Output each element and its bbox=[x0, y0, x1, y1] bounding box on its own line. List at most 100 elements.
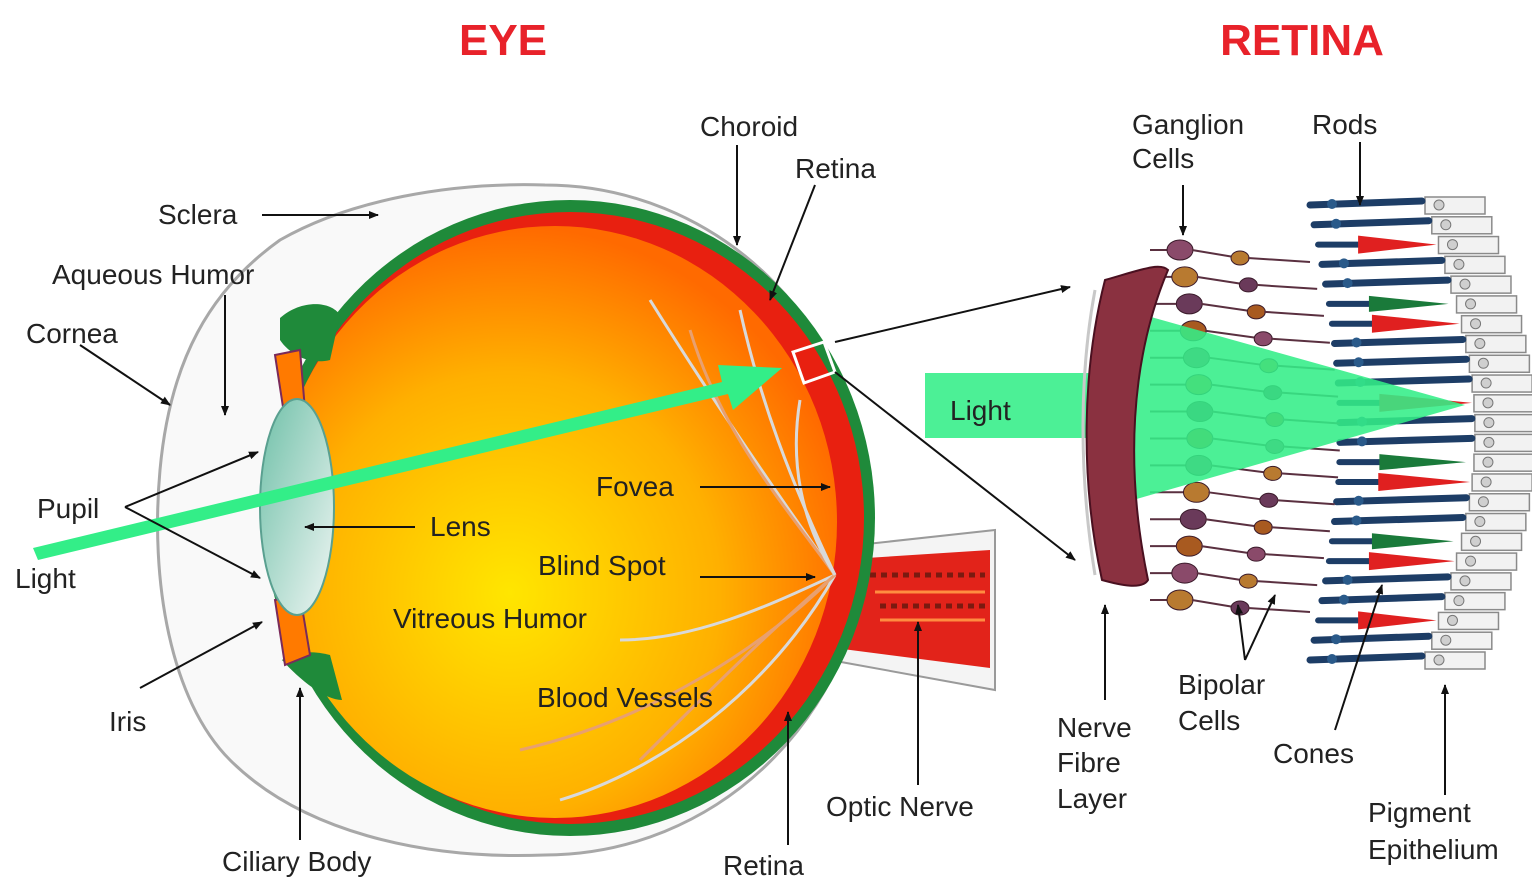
pigment-granule bbox=[1481, 477, 1491, 487]
bipolar-cell bbox=[1254, 520, 1272, 534]
label-ciliary-body: Ciliary Body bbox=[222, 846, 371, 877]
rod-nucleus bbox=[1343, 575, 1353, 585]
rod-shape bbox=[1310, 201, 1422, 205]
label-blood-vessels: Blood Vessels bbox=[537, 682, 713, 713]
vitreous-humor-shape bbox=[273, 226, 837, 818]
label-light-retina: Light bbox=[950, 395, 1011, 426]
pigment-granule bbox=[1483, 398, 1493, 408]
ganglion-cell bbox=[1172, 267, 1198, 287]
label-choroid: Choroid bbox=[700, 111, 798, 142]
rod-nucleus bbox=[1331, 634, 1341, 644]
rod-nucleus bbox=[1352, 337, 1362, 347]
label-pigment-1: Pigment bbox=[1368, 797, 1471, 828]
cone-shape bbox=[1372, 315, 1460, 333]
pigment-granule bbox=[1471, 536, 1481, 546]
ganglion-cell bbox=[1167, 240, 1193, 260]
pigment-granule bbox=[1447, 240, 1457, 250]
label-pigment-2: Epithelium bbox=[1368, 834, 1499, 865]
synapse bbox=[1281, 473, 1338, 477]
cone-shape bbox=[1378, 473, 1470, 491]
synapse bbox=[1248, 608, 1310, 612]
pigment-granule bbox=[1471, 319, 1481, 329]
pigment-granule bbox=[1434, 200, 1444, 210]
ganglion-cell bbox=[1180, 509, 1206, 529]
label-bipolar-2: Cells bbox=[1178, 705, 1240, 736]
rod-nucleus bbox=[1352, 516, 1362, 526]
pigment-granule bbox=[1481, 378, 1491, 388]
rod-nucleus bbox=[1357, 436, 1367, 446]
synapse bbox=[1271, 527, 1330, 531]
label-cones: Cones bbox=[1273, 738, 1354, 769]
ganglion-cell bbox=[1176, 294, 1202, 314]
cone-shape bbox=[1379, 454, 1466, 470]
label-cornea: Cornea bbox=[26, 318, 118, 349]
label-fovea: Fovea bbox=[596, 471, 674, 502]
label-retina-top: Retina bbox=[795, 153, 876, 184]
pigment-granule bbox=[1483, 457, 1493, 467]
label-aqueous-humor: Aqueous Humor bbox=[52, 259, 254, 290]
pigment-granule bbox=[1447, 615, 1457, 625]
cone-shape bbox=[1369, 552, 1455, 570]
synapse bbox=[1256, 285, 1317, 289]
ganglion-cell bbox=[1183, 482, 1209, 502]
pigment-granule bbox=[1475, 338, 1485, 348]
rod-nucleus bbox=[1339, 258, 1349, 268]
rod-nucleus bbox=[1327, 199, 1337, 209]
synapse bbox=[1256, 581, 1317, 585]
bipolar-cell bbox=[1239, 574, 1257, 588]
lens-shape bbox=[260, 399, 334, 615]
rod-shape bbox=[1310, 656, 1422, 660]
pigment-granule bbox=[1434, 655, 1444, 665]
pigment-granule bbox=[1460, 576, 1470, 586]
retina-zoom bbox=[925, 197, 1532, 669]
cone-shape bbox=[1369, 296, 1449, 312]
label-nerve-1: Nerve bbox=[1057, 712, 1132, 743]
bipolar-cell bbox=[1247, 547, 1265, 561]
label-retina-bottom: Retina bbox=[723, 850, 804, 881]
rod-nucleus bbox=[1339, 595, 1349, 605]
rod-nucleus bbox=[1354, 357, 1364, 367]
label-sclera: Sclera bbox=[158, 199, 238, 230]
cone-shape bbox=[1358, 236, 1436, 254]
rod-nucleus bbox=[1354, 496, 1364, 506]
synapse bbox=[1264, 554, 1324, 558]
pigment-granule bbox=[1441, 220, 1451, 230]
label-light-eye: Light bbox=[15, 563, 76, 594]
bipolar-cell bbox=[1247, 305, 1265, 319]
pigment-granule bbox=[1460, 279, 1470, 289]
label-nerve-2: Fibre bbox=[1057, 747, 1121, 778]
bipolar-cell bbox=[1260, 493, 1278, 507]
retina-title: RETINA bbox=[1220, 16, 1384, 65]
ganglion-cell bbox=[1176, 536, 1202, 556]
label-vitreous-humor: Vitreous Humor bbox=[393, 603, 587, 634]
bipolar-cell bbox=[1231, 251, 1249, 265]
pigment-granule bbox=[1466, 299, 1476, 309]
label-blind-spot: Blind Spot bbox=[538, 550, 666, 581]
pigment-granule bbox=[1478, 358, 1488, 368]
label-ganglion-2: Cells bbox=[1132, 143, 1194, 174]
label-ganglion-1: Ganglion bbox=[1132, 109, 1244, 140]
rod-nucleus bbox=[1331, 219, 1341, 229]
ganglion-cell bbox=[1167, 590, 1193, 610]
pigment-granule bbox=[1475, 517, 1485, 527]
pigment-granule bbox=[1478, 497, 1488, 507]
bipolar-cell bbox=[1264, 466, 1282, 480]
label-nerve-3: Layer bbox=[1057, 783, 1127, 814]
synapse bbox=[1248, 258, 1310, 262]
synapse bbox=[1264, 312, 1324, 316]
pigment-granule bbox=[1441, 635, 1451, 645]
pigment-granule bbox=[1484, 437, 1494, 447]
label-iris: Iris bbox=[109, 706, 146, 737]
synapse bbox=[1277, 500, 1335, 504]
cone-shape bbox=[1372, 533, 1454, 549]
pigment-granule bbox=[1454, 259, 1464, 269]
bipolar-cell bbox=[1254, 332, 1272, 346]
zoom-line-top bbox=[835, 287, 1070, 342]
label-rods: Rods bbox=[1312, 109, 1377, 140]
label-bipolar-1: Bipolar bbox=[1178, 669, 1265, 700]
pigment-granule bbox=[1454, 596, 1464, 606]
ganglion-cell bbox=[1172, 563, 1198, 583]
synapse bbox=[1271, 339, 1330, 343]
pigment-granule bbox=[1484, 418, 1494, 428]
